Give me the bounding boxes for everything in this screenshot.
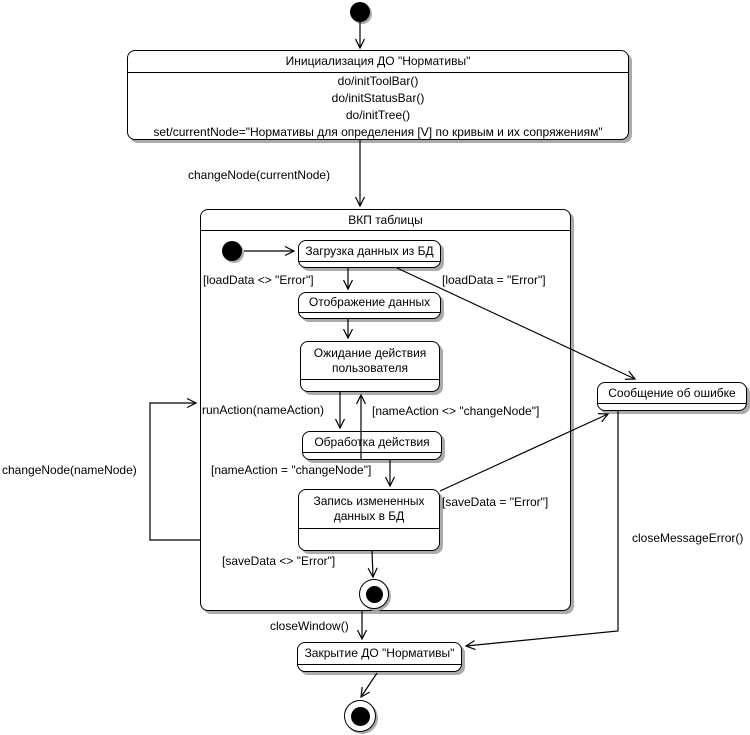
state-title: Отображение данных (299, 293, 440, 313)
transition-close-to-final (360, 672, 378, 699)
state-compartment (299, 262, 440, 267)
final-state-node-bottom (344, 700, 376, 732)
final-state-dot (365, 585, 383, 603)
label-name-action-neq: [nameAction <> "changeNode"] (372, 404, 540, 418)
state-wait-user-action: Ожидание действия пользователя (300, 341, 440, 392)
state-title: Обработка действия (303, 432, 441, 453)
state-title: Закрытие ДО "Нормативы" (298, 643, 461, 665)
label-run-action: runAction(nameAction) (202, 403, 325, 417)
final-state-node-inner (359, 579, 389, 609)
state-close-do-normativy: Закрытие ДО "Нормативы" (297, 642, 462, 672)
state-compartment (299, 313, 440, 318)
label-save-ok: [saveData <> "Error"] (222, 554, 336, 568)
label-save-error: [saveData = "Error"] (442, 495, 549, 509)
label-close-message-error: closeMessageError() (632, 531, 744, 545)
state-title: Сообщение об ошибке (598, 383, 746, 404)
label-change-node-name: changeNode(nameNode) (2, 463, 137, 477)
transition-change-node-name-loop (149, 397, 200, 541)
state-display-data: Отображение данных (298, 292, 441, 319)
state-action-init-statusbar: do/initStatusBar() (331, 91, 425, 105)
final-state-dot (350, 706, 370, 726)
state-title: Инициализация ДО "Нормативы" (128, 51, 628, 73)
state-load-data: Загрузка данных из БД (298, 240, 441, 268)
state-action-init-tree: do/initTree() (345, 108, 411, 122)
label-name-action-eq: [nameAction = "changeNode"] (211, 463, 372, 477)
state-init-do-normativy: Инициализация ДО "Нормативы" do/initTool… (127, 50, 629, 140)
label-close-window: closeWindow() (270, 619, 349, 633)
state-compartment (298, 665, 461, 671)
label-load-ok: [loadData <> "Error"] (203, 273, 314, 287)
state-title: Загрузка данных из БД (299, 241, 440, 262)
state-title: Запись измененных данных в БД (299, 490, 439, 529)
state-process-action: Обработка действия (302, 431, 442, 460)
label-load-error: [loadData = "Error"] (442, 273, 546, 287)
composite-state-title: ВКП таблицы (201, 210, 570, 231)
state-compartment (301, 380, 439, 391)
initial-state-node-inner (222, 241, 242, 261)
label-change-node-current: changeNode(currentNode) (188, 168, 331, 182)
state-error-message: Сообщение об ошибке (597, 382, 747, 411)
state-action-set-current-node: set/currentNode="Нормативы для определен… (153, 125, 603, 139)
state-compartment (299, 529, 439, 550)
state-compartment (598, 404, 746, 410)
state-compartment (303, 453, 441, 459)
state-save-data: Запись измененных данных в БД (298, 489, 440, 551)
initial-state-node-top (350, 2, 370, 22)
state-action-init-toolbar: do/initToolBar() (337, 74, 419, 88)
state-title: Ожидание действия пользователя (301, 342, 439, 380)
